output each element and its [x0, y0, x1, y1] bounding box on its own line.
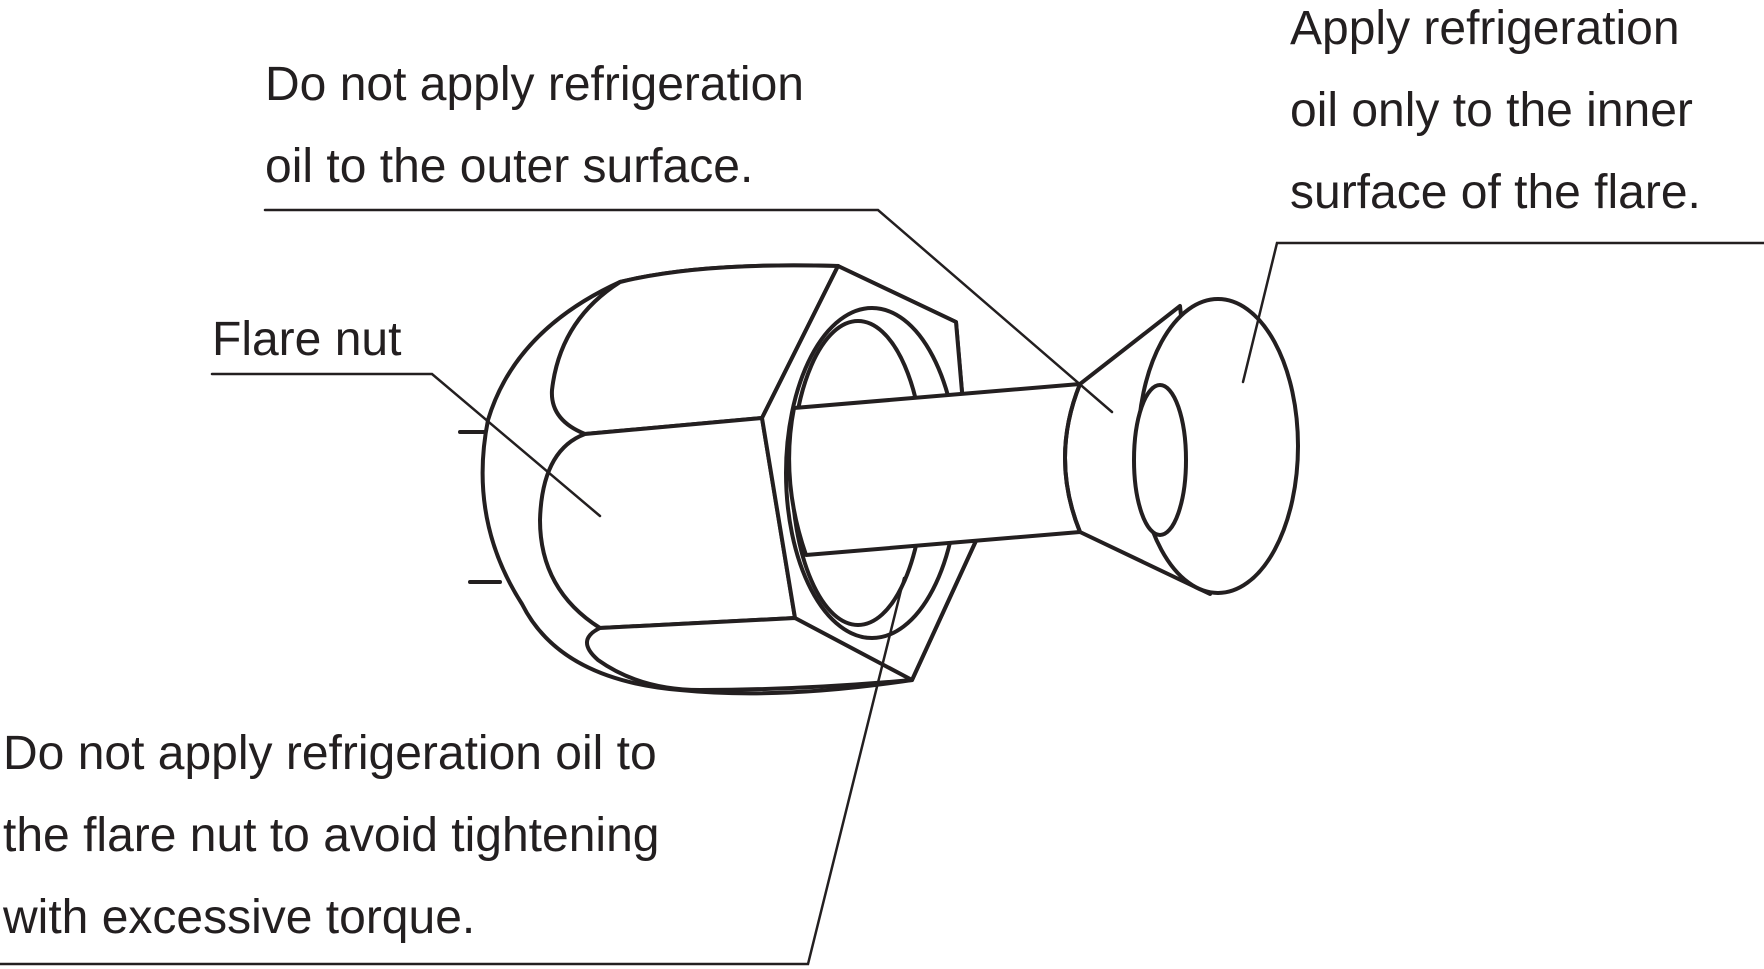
callout-outer-surface-line-1: Do not apply refrigeration — [265, 58, 804, 111]
leader-inner-surface — [1241, 241, 1764, 384]
callout-flare-nut-line-1: Flare nut — [212, 313, 402, 366]
nut-top-face — [549, 263, 840, 436]
callout-outer-surface: Do not apply refrigeration oil to the ou… — [265, 44, 804, 208]
callout-excessive-torque-line-3: with excessive torque. — [3, 891, 476, 944]
pipe-flare — [1063, 297, 1300, 596]
pipe-body — [787, 382, 1082, 557]
callout-inner-surface-line-2: oil only to the inner — [1290, 84, 1693, 137]
copper-pipe — [787, 382, 1082, 557]
callout-excessive-torque: Do not apply refrigeration oil to the fl… — [3, 713, 659, 959]
callout-inner-surface-line-3: surface of the flare. — [1290, 166, 1701, 219]
pipe-end-ellipse-left — [1063, 382, 1082, 534]
leader-outer-surface — [263, 208, 1114, 414]
callout-flare-nut: Flare nut — [212, 299, 401, 381]
leader-lines — [0, 208, 1764, 966]
leader-excessive-torque — [0, 576, 906, 966]
callout-outer-surface-line-2: oil to the outer surface. — [265, 140, 754, 193]
leader-flare-nut — [210, 372, 602, 518]
callout-inner-surface: Apply refrigeration oil only to the inne… — [1290, 0, 1701, 234]
nut-left-face — [538, 416, 797, 630]
flare-mouth-inner — [1132, 383, 1188, 537]
callout-excessive-torque-line-2: the flare nut to avoid tightening — [3, 809, 660, 862]
callout-inner-surface-line-1: Apply refrigeration — [1290, 2, 1680, 55]
callout-excessive-torque-line-1: Do not apply refrigeration oil to — [3, 727, 657, 780]
